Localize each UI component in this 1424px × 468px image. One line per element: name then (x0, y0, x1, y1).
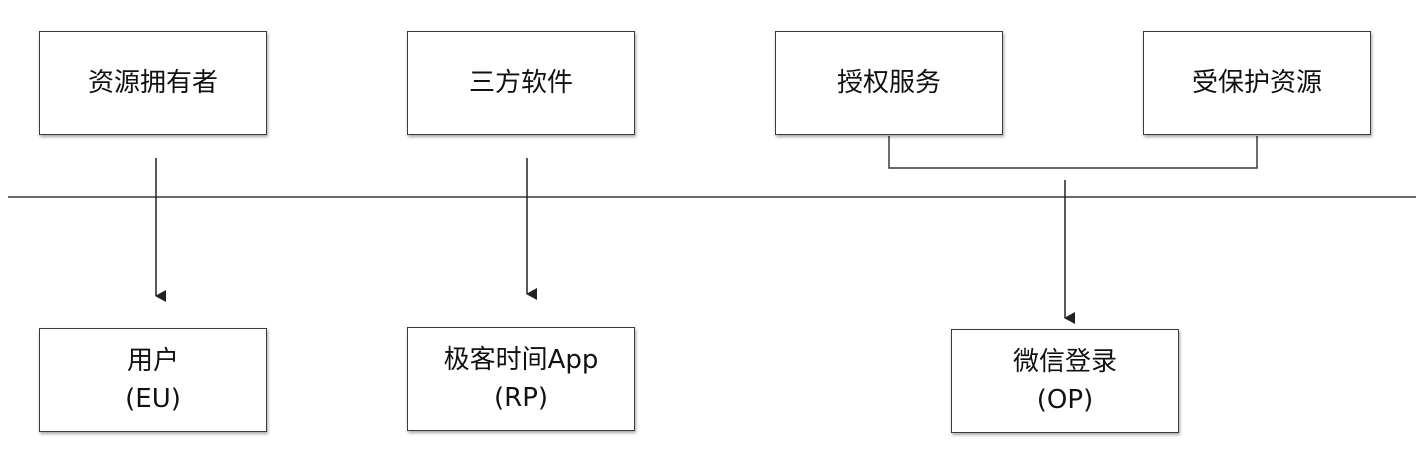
role-label: 三方软件 (468, 68, 573, 98)
entity-abbr: (RP) (493, 383, 549, 413)
role-box-resource-owner: 资源拥有者 (39, 31, 267, 135)
entity-name: 微信登录 (1012, 347, 1117, 377)
role-box-third-party-software: 三方软件 (407, 31, 635, 135)
entity-box-geek-time-app: 极客时间App (RP) (407, 327, 635, 431)
entity-box-wechat-login: 微信登录 (OP) (951, 329, 1179, 433)
entity-box-user: 用户 (EU) (39, 328, 267, 432)
role-box-protected-resource: 受保护资源 (1143, 31, 1371, 135)
entity-abbr: (EU) (125, 384, 181, 414)
entity-abbr: (OP) (1036, 385, 1094, 415)
service-resource-bracket (888, 136, 1258, 169)
role-label: 授权服务 (836, 68, 941, 98)
entity-name: 用户 (126, 346, 179, 376)
entity-name: 极客时间App (443, 345, 599, 375)
role-label: 受保护资源 (1191, 68, 1322, 98)
role-label: 资源拥有者 (87, 68, 218, 98)
role-box-authorization-service: 授权服务 (775, 31, 1003, 135)
